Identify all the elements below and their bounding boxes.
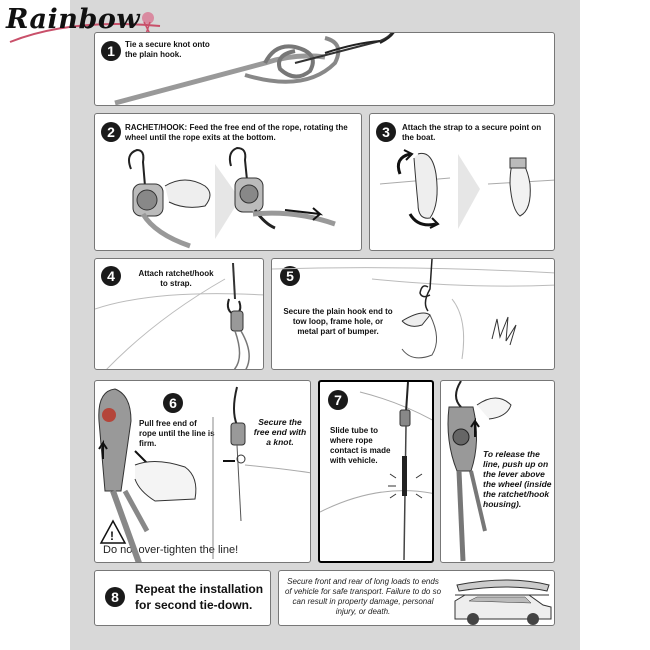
step-2-panel: 2 RACHET/HOOK: Feed the free end of the … bbox=[94, 113, 362, 251]
knot-hook-illustration bbox=[114, 33, 395, 105]
step-1-number: 1 bbox=[101, 41, 121, 61]
step-4-text: Attach ratchet/hook to strap. bbox=[138, 269, 214, 288]
step-5-panel: 5 Secure the plain hook end to tow loop,… bbox=[271, 258, 555, 370]
tow-loop-illustration bbox=[272, 259, 554, 360]
step-1-panel: 1 Tie a secure knot onto the plain hook. bbox=[94, 32, 555, 106]
step-5-text: Secure the plain hook end to tow loop, f… bbox=[283, 307, 393, 336]
brand-swoosh bbox=[9, 12, 161, 43]
car-with-kayak-illustration bbox=[454, 579, 552, 625]
caution-panel: Secure front and rear of long loads to e… bbox=[278, 570, 555, 626]
step-2-text: RACHET/HOOK: Feed the free end of the ro… bbox=[125, 123, 348, 142]
step-7-panel: 7 Slide tube to where rope contact is ma… bbox=[318, 380, 434, 563]
step-3-text: Attach the strap to a secure point on th… bbox=[402, 123, 542, 142]
step-6-panel: 6 Pull free end of rope until the line i… bbox=[94, 380, 311, 563]
step-8-text: Repeat the installation for second tie-d… bbox=[135, 582, 264, 612]
step-7-text: Slide tube to where rope contact is made… bbox=[330, 426, 391, 465]
svg-text:!: ! bbox=[110, 529, 114, 543]
pull-rope-illustration: ! bbox=[98, 386, 310, 562]
step-6-aside: Secure the free end with a knot. bbox=[253, 417, 307, 447]
brand-logo: Rainbow bbox=[6, 4, 141, 35]
strap-attach-illustration bbox=[379, 149, 554, 229]
step-6-number: 6 bbox=[163, 393, 183, 413]
caution-text: Secure front and rear of long loads to e… bbox=[284, 577, 442, 616]
step-3-number: 3 bbox=[376, 122, 396, 142]
slide-tube-illustration bbox=[320, 382, 432, 561]
step-6-text: Pull free end of rope until the line is … bbox=[139, 419, 215, 448]
ratchet-feed-illustration bbox=[128, 146, 336, 249]
release-lever-illustration bbox=[447, 381, 512, 562]
step-1-text: Tie a secure knot onto the plain hook. bbox=[125, 40, 210, 59]
release-panel: To release the line, push up on the leve… bbox=[440, 380, 555, 563]
attach-ratchet-illustration bbox=[95, 262, 263, 369]
step-8-number: 8 bbox=[105, 587, 125, 607]
step-4-number: 4 bbox=[101, 266, 121, 286]
step-4-panel: 4 Attach ratchet/hook to strap. bbox=[94, 258, 264, 370]
step-2-number: 2 bbox=[101, 122, 121, 142]
release-text: To release the line, push up on the leve… bbox=[483, 449, 552, 509]
step-3-panel: 3 Attach the strap to a secure point on … bbox=[369, 113, 555, 251]
step-7-number: 7 bbox=[328, 390, 348, 410]
step-5-number: 5 bbox=[280, 266, 300, 286]
step-8-panel: 8 Repeat the installation for second tie… bbox=[94, 570, 271, 626]
